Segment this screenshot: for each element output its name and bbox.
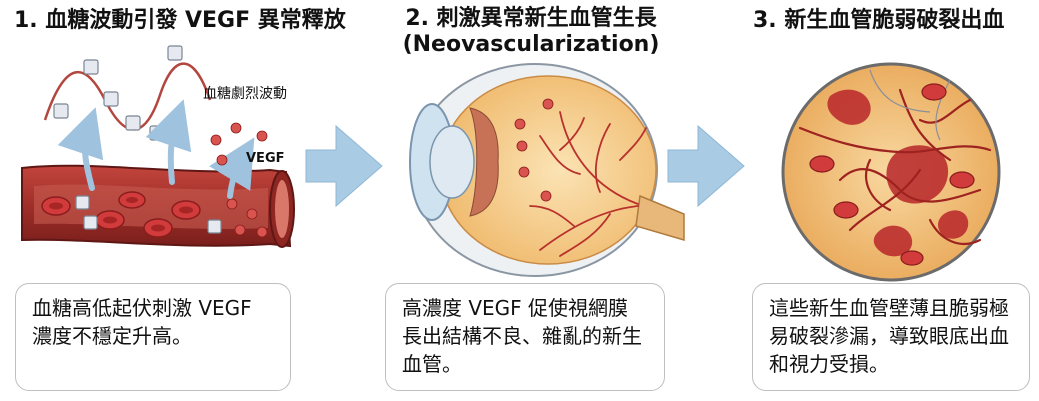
vegf-particle-icon [514,118,526,130]
glucose-cube-icon [207,219,222,234]
vegf-particle-icon [210,134,222,146]
vegf-particle-icon [226,198,238,210]
blood-vessel-illustration [21,164,295,248]
red-blood-cell-icon [921,83,947,101]
upward-arrow-icon [145,99,192,185]
upward-arrow-icon [57,107,104,191]
glucose-cube-icon [53,103,69,119]
panel2-title: 2. 刺激異常新生血管生長 (Neovascularization) [402,6,660,57]
panel1-caption-box: 血糖高低起伏刺激 VEGF 濃度不穩定升高。 [15,283,291,391]
glucose-fluctuation-label: 血糖劇烈波動 [203,86,287,102]
red-blood-cell-icon [900,250,924,266]
panel1-caption: 血糖高低起伏刺激 VEGF 濃度不穩定升高。 [32,296,252,348]
panel3-caption: 這些新生血管壁薄且脆弱極易破裂滲漏，導致眼底出血和視力受損。 [769,296,1009,376]
red-blood-cell-icon [809,155,835,173]
glucose-cube-icon [149,125,165,141]
red-blood-cell-icon [95,210,125,230]
right-arrow-icon [667,124,745,208]
vegf-label: VEGF [246,151,285,166]
red-blood-cell-icon [833,201,859,219]
glucose-cube-icon [103,91,119,107]
vegf-particle-icon [542,98,554,110]
upward-arrow-icon [209,137,255,199]
red-blood-cell-icon [143,218,173,238]
vegf-particle-icon [518,166,530,178]
glucose-cube-icon [83,215,98,230]
vegf-particle-icon [256,226,268,238]
glucose-cube-icon [75,195,90,210]
glucose-cube-icon [83,59,99,75]
glucose-cube-icon [167,45,183,61]
panel2-caption: 高濃度 VEGF 促使視網膜長出結構不良、雜亂的新生血管。 [402,296,642,376]
panel3-caption-box: 這些新生血管壁薄且脆弱極易破裂滲漏，導致眼底出血和視力受損。 [752,283,1030,391]
vegf-particle-icon [246,208,258,220]
vegf-particle-icon [256,130,268,142]
red-blood-cell-icon [171,200,201,220]
panel1-title: 1. 血糖波動引發 VEGF 異常釋放 [14,8,346,33]
magnified-retina-icon [781,62,1001,282]
red-blood-cell-icon [949,171,975,189]
panel3-title: 3. 新生血管脆弱破裂出血 [753,8,1005,33]
glucose-cube-icon [125,115,141,131]
right-arrow-icon [305,124,383,208]
vegf-particle-icon [234,224,246,236]
eye-icon [409,63,685,277]
red-blood-cell-icon [118,191,146,209]
vegf-particle-icon [216,154,228,166]
vegf-particle-icon [540,190,552,202]
vegf-particle-icon [516,140,528,152]
vegf-particle-icon [230,122,242,134]
red-blood-cell-icon [41,196,71,216]
panel2-caption-box: 高濃度 VEGF 促使視網膜長出結構不良、雜亂的新生血管。 [385,283,665,391]
